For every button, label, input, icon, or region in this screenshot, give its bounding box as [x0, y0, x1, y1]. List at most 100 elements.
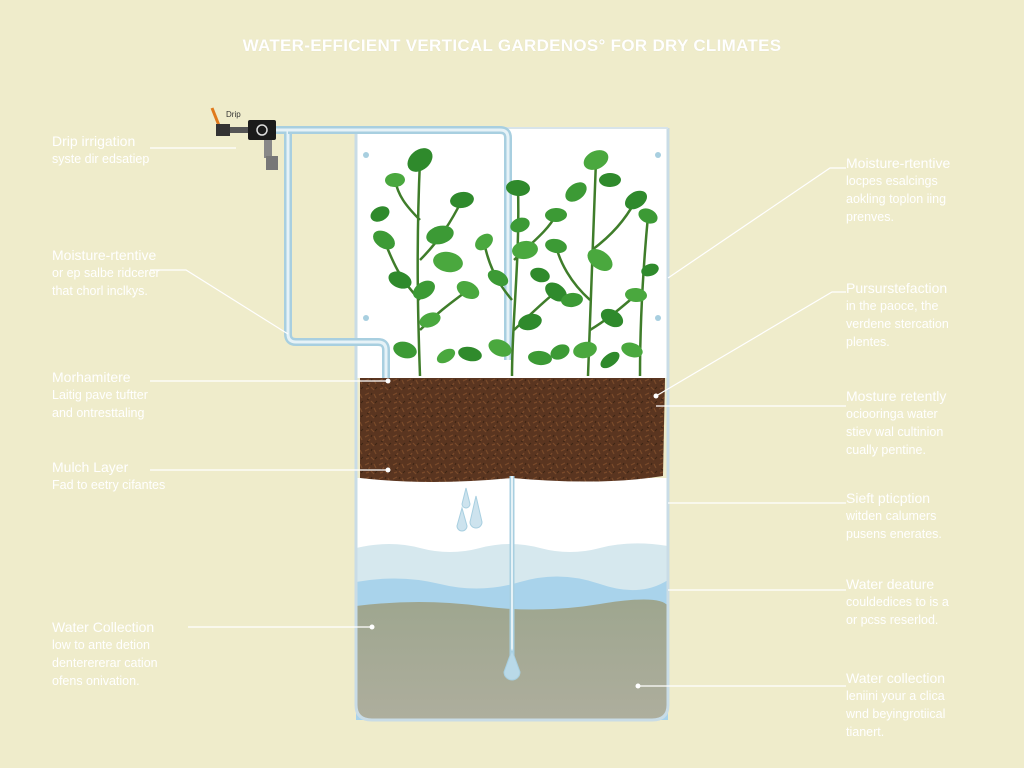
leader-line: [667, 167, 846, 279]
label-heading: Water deature: [846, 576, 935, 592]
leaf: [450, 191, 474, 209]
label-sieft-pticption: Sieft pticption witden calumers pusens e…: [846, 489, 1016, 543]
label-text: in the paoce, the: [846, 299, 939, 313]
leaf: [573, 341, 597, 359]
leader-dot: [385, 467, 391, 473]
label-text: low to ante detion: [52, 638, 150, 652]
label-text: pusens enerates.: [846, 527, 942, 541]
label-text: denterererar cation: [52, 656, 158, 670]
leaf: [528, 350, 552, 366]
label-text: locpes esalcings: [846, 174, 938, 188]
droplet-icon: [461, 487, 471, 509]
leaf: [419, 312, 441, 328]
leaf: [638, 208, 658, 224]
label-heading: Moisture-rtentive: [846, 155, 951, 171]
leaf: [545, 282, 567, 302]
label-text: cually pentine.: [846, 443, 926, 457]
leaf: [413, 280, 435, 300]
label-water-collection-left: Water Collection low to ante detion dent…: [52, 618, 252, 690]
label-text: plentes.: [846, 335, 890, 349]
label-heading: Morhamitere: [52, 369, 131, 385]
plant-leaves: [370, 148, 659, 369]
leaf: [599, 172, 621, 188]
leaf: [407, 148, 433, 172]
label-text: ociooringa water: [846, 407, 938, 421]
label-text: Laitig pave tuftter: [52, 388, 148, 402]
leaf: [565, 182, 587, 202]
label-text: or pcss reserlod.: [846, 613, 939, 627]
label-morhamitere: Morhamitere Laitig pave tuftter and ontr…: [52, 368, 252, 422]
container-bolt: [655, 315, 661, 321]
leaf: [587, 249, 613, 271]
leaf: [385, 172, 405, 188]
container-bolt: [655, 152, 661, 158]
label-text: or ep salbe ridcerer: [52, 266, 160, 280]
droplet-icon: [456, 506, 468, 532]
label-heading: Water Collection: [52, 619, 155, 635]
label-text: leniini your a clica: [846, 689, 945, 703]
leaf: [487, 269, 509, 287]
label-text: witden calumers: [846, 509, 937, 523]
droplet-icon: [469, 495, 483, 529]
leaf: [433, 251, 463, 273]
irrigation-pipe-inner: [276, 128, 388, 378]
label-text: ofens onivation.: [52, 674, 140, 688]
leaf: [641, 263, 659, 277]
leaf: [550, 344, 570, 360]
label-heading: Water collection: [846, 670, 946, 686]
leader-dot: [369, 624, 375, 630]
drain-droplet: [503, 648, 521, 681]
label-water-collection-right: Water collection leniini your a clica wn…: [846, 669, 1016, 741]
leaf: [624, 190, 648, 210]
leaf: [621, 342, 643, 358]
leaf: [436, 348, 456, 364]
container-bolt: [363, 315, 369, 321]
label-text: Fad to eetry cifantes: [52, 478, 166, 492]
label-text: couldedices to is a: [846, 595, 949, 609]
leaf: [545, 207, 567, 223]
leaf: [458, 346, 482, 362]
label-mosture-retently: Mosture retently ociooringa water stiev …: [846, 387, 1016, 459]
leader-dot: [385, 378, 391, 384]
leaf: [475, 233, 493, 251]
label-heading: Sieft pticption: [846, 490, 931, 506]
label-moisture-retentive-right: Moisture-rtentive locpes esalcings aokli…: [846, 154, 1016, 226]
leaf: [530, 267, 550, 283]
leaf: [600, 308, 624, 328]
label-moisture-retentive-left: Moisture-rtentive or ep salbe ridcerer t…: [52, 246, 252, 300]
container-outline: [354, 128, 670, 722]
label-text: that chorl inclkys.: [52, 284, 148, 298]
leaf: [600, 351, 620, 369]
label-drip-irrigation: Drip irrigation syste dir edsatiep: [52, 132, 252, 168]
label-heading: Mulch Layer: [52, 459, 129, 475]
label-text: aokling toplon iing: [846, 192, 947, 206]
leaf: [488, 339, 512, 357]
label-heading: Mosture retently: [846, 388, 947, 404]
diagram-title: WATER-EFFICIENT VERTICAL GARDENOS° FOR D…: [242, 36, 782, 55]
leaf: [583, 150, 609, 170]
leader-line: [150, 269, 289, 335]
soil-layer: [360, 378, 665, 482]
valve-label: Drip: [226, 110, 241, 119]
valve-icon: [210, 107, 278, 170]
label-text: prenves.: [846, 210, 894, 224]
leaf: [561, 292, 583, 308]
label-text: and ontresttaling: [52, 406, 145, 420]
label-mulch-layer: Mulch Layer Fad to eetry cifantes: [52, 458, 252, 494]
leaf: [393, 341, 417, 359]
label-text: stiev wal cultinion: [846, 425, 944, 439]
label-pursurstefaction: Pursurstefaction in the paoce, the verde…: [846, 279, 1016, 351]
label-heading: Drip irrigation: [52, 133, 136, 149]
leaf: [456, 280, 480, 300]
leaf: [373, 230, 395, 250]
label-water-deature: Water deature couldedices to is a or pcs…: [846, 575, 1016, 629]
label-text: wnd beyingrotiical: [846, 707, 946, 721]
leaf: [545, 238, 567, 254]
leader-line: [655, 291, 846, 397]
leader-dot: [635, 683, 641, 689]
leaf: [512, 240, 538, 260]
label-heading: Pursurstefaction: [846, 280, 948, 296]
leaf: [370, 206, 390, 222]
